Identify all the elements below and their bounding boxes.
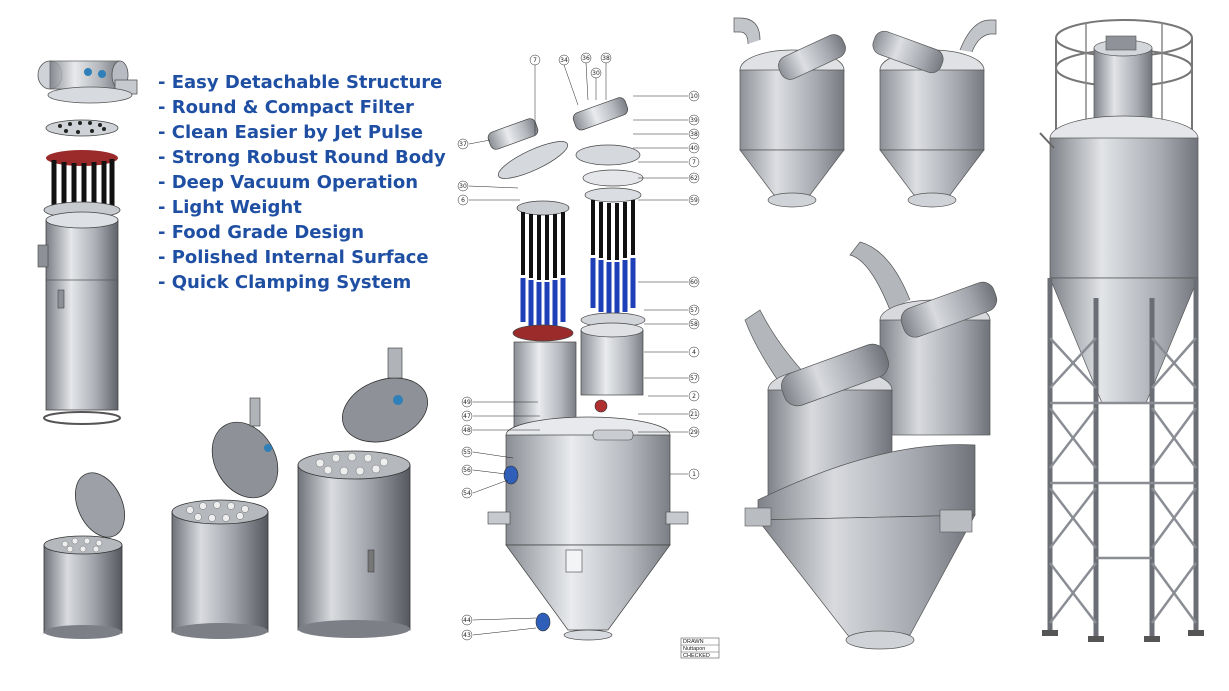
feature-item: - Clean Easier by Jet Pulse: [158, 122, 423, 143]
callout-label: 37: [459, 141, 467, 148]
callout-label: 30: [592, 70, 600, 77]
title-block-label: DRAWN: [683, 639, 704, 645]
feature-item: - Food Grade Design: [158, 222, 365, 243]
callout-label: 57: [690, 307, 698, 314]
callout-label: 40: [690, 145, 698, 152]
callout-label: 57: [690, 375, 698, 382]
callout-label: 58: [690, 321, 698, 328]
feature-item: - Polished Internal Surface: [158, 247, 429, 268]
callout-label: 56: [463, 467, 471, 474]
callout-label: 7: [533, 57, 537, 64]
feature-item: - Easy Detachable Structure: [158, 72, 443, 93]
title-block-label: CHECKED: [683, 653, 710, 659]
callout-label: 62: [690, 175, 698, 182]
callout-label: 10: [690, 93, 698, 100]
open-lid-filters-illustration: [40, 340, 440, 640]
callout-label: 39: [690, 117, 698, 124]
callout-label: 47: [463, 413, 471, 420]
feature-item: - Deep Vacuum Operation: [158, 172, 419, 193]
callout-label: 49: [463, 399, 471, 406]
callout-label: 60: [690, 279, 698, 286]
callout-label: 38: [690, 131, 698, 138]
receiver-pair-illustration: [732, 10, 1002, 220]
callout-label: 59: [690, 197, 698, 204]
callout-label: 43: [463, 632, 471, 639]
callout-label: 30: [459, 183, 467, 190]
title-block-name: Nuttapon: [683, 646, 705, 652]
callout-label: 7: [692, 159, 696, 166]
title-block-stamp: DRAWN Nuttapon CHECKED: [680, 637, 720, 659]
callout-label: 2: [692, 393, 696, 400]
feature-item: - Light Weight: [158, 197, 302, 218]
callout-label: 54: [463, 490, 471, 497]
feature-item: - Strong Robust Round Body: [158, 147, 446, 168]
callout-label: 34: [560, 57, 568, 64]
feature-item: - Round & Compact Filter: [158, 97, 414, 118]
callout-label: 38: [602, 55, 610, 62]
callout-label: 1: [692, 471, 696, 478]
exploded-filter-illustration: [20, 50, 160, 430]
callout-label: 29: [690, 429, 698, 436]
callout-label: 21: [690, 411, 698, 418]
feature-list: - Easy Detachable Structure - Round & Co…: [158, 70, 446, 295]
silo-on-frame-illustration: [1036, 8, 1206, 648]
callout-label: 48: [463, 427, 471, 434]
callout-label: 36: [582, 55, 590, 62]
double-receiver-illustration: [740, 240, 1030, 660]
feature-item: - Quick Clamping System: [158, 272, 412, 293]
callout-label: 6: [461, 197, 465, 204]
exploded-technical-drawing: 37 30 6 49 47 48 55 56 54 44 43 7 34 36 …: [448, 50, 730, 662]
callout-label: 44: [463, 617, 471, 624]
callout-label: 4: [692, 349, 696, 356]
callout-label: 55: [463, 449, 471, 456]
